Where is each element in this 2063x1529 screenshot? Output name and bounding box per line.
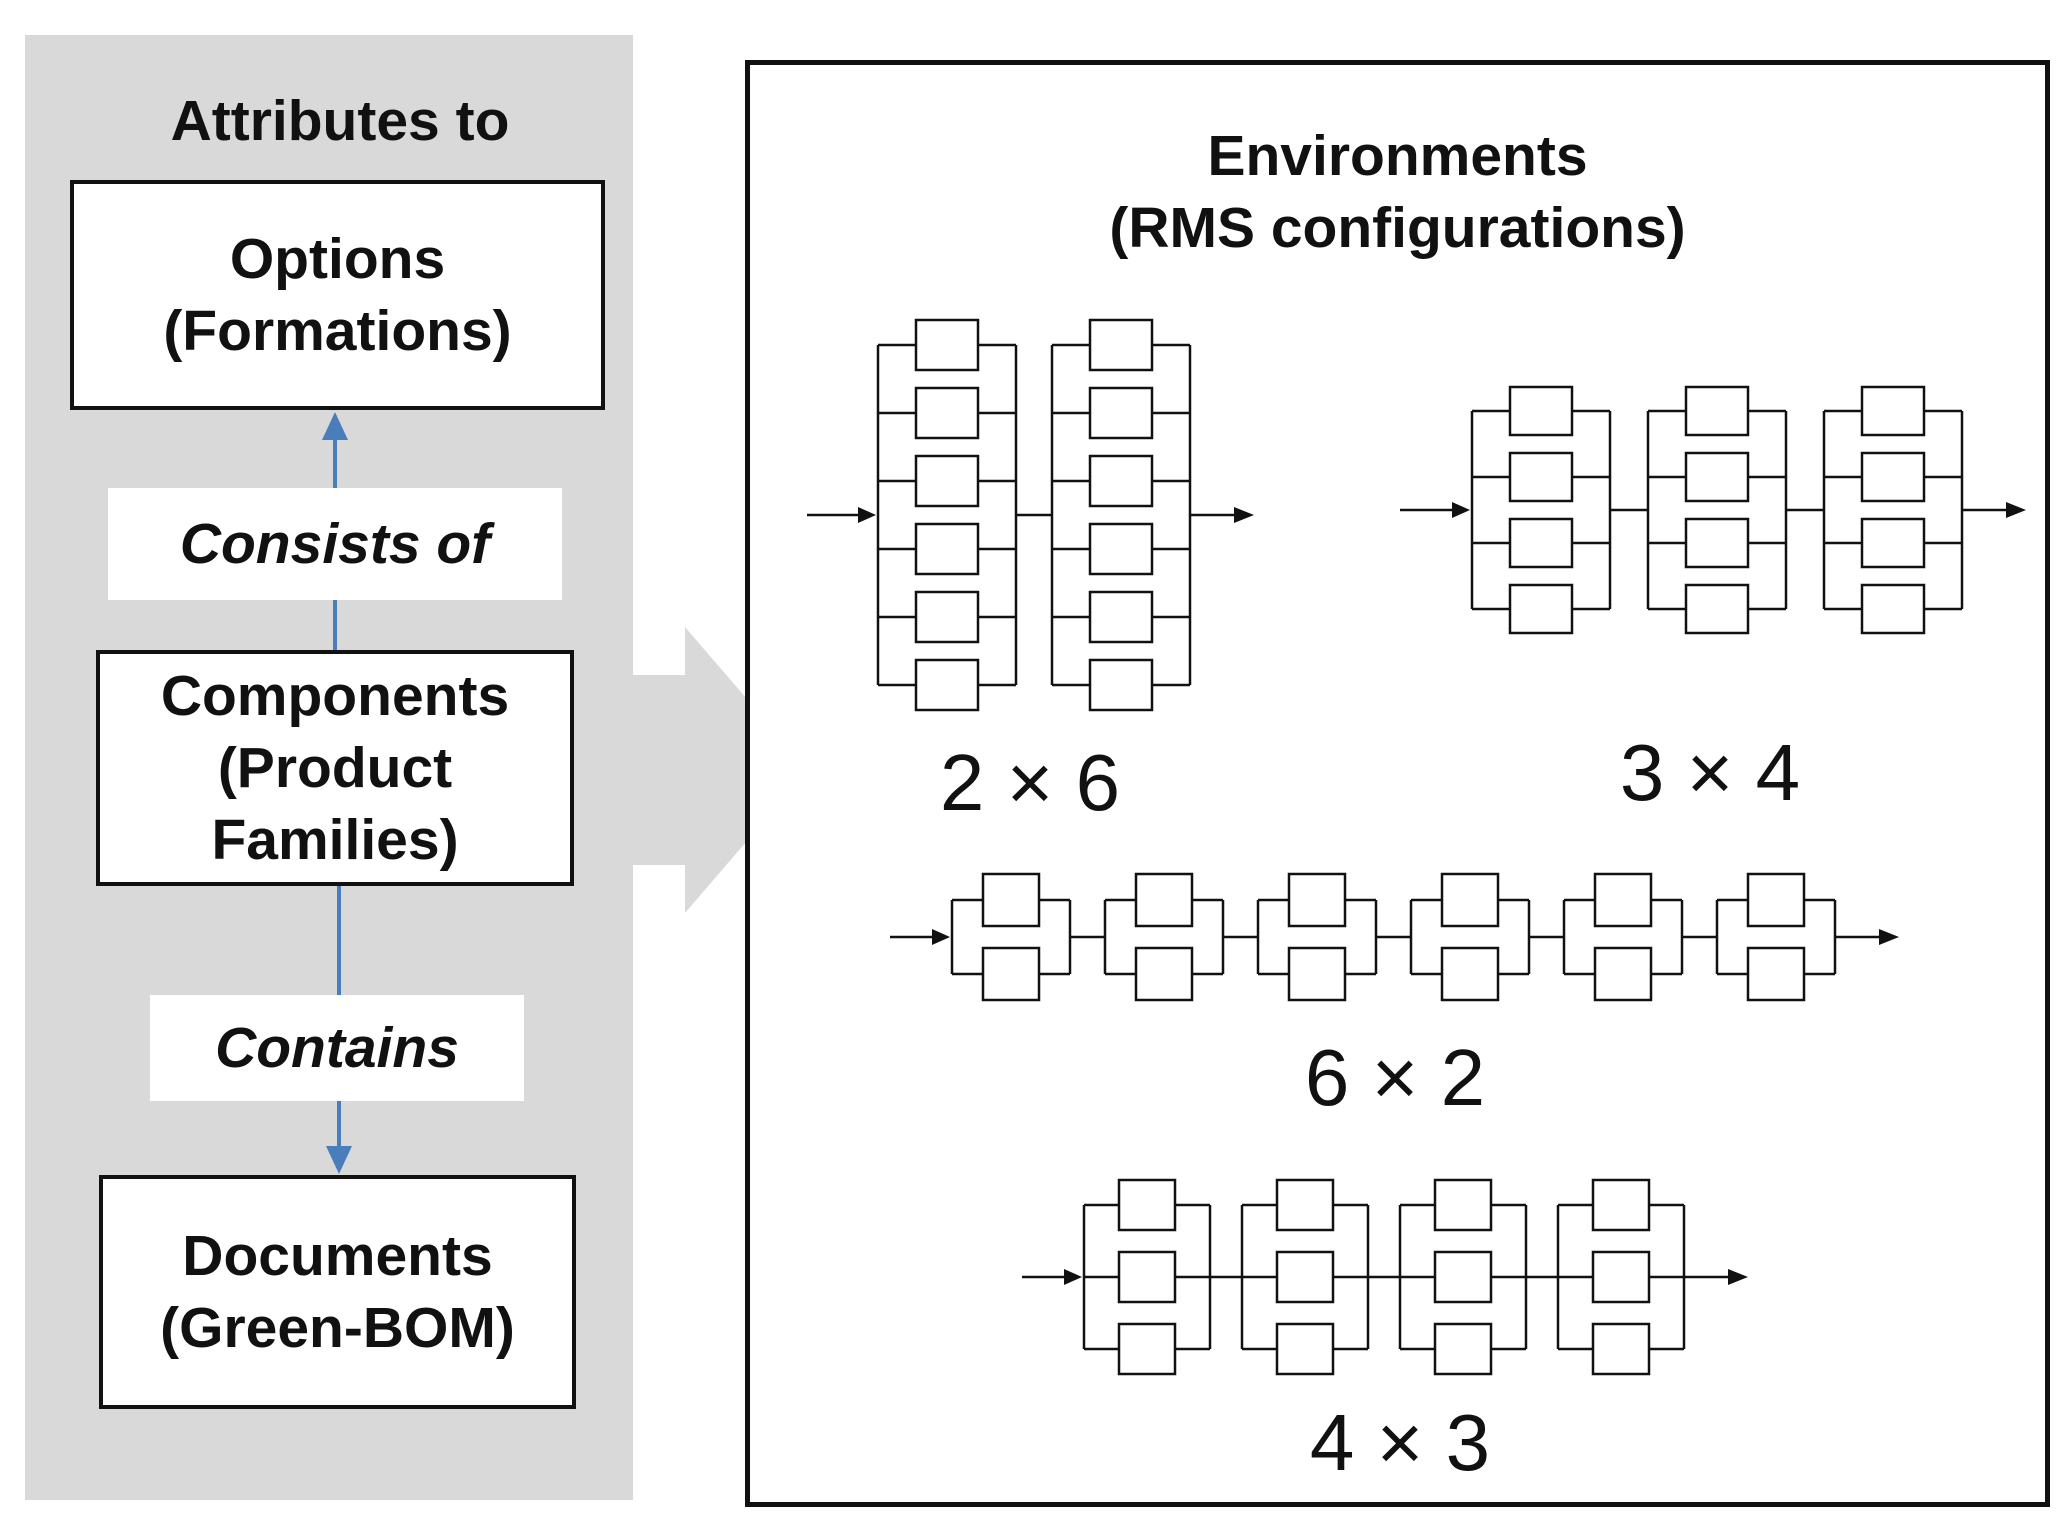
options-label: Options — [229, 227, 446, 291]
formations-label: (Formations) — [163, 299, 512, 363]
machine-box — [1746, 872, 1806, 928]
machine-box — [1088, 386, 1154, 440]
machine-box — [1508, 385, 1574, 437]
machine-box — [1591, 1178, 1651, 1232]
machine-box — [914, 522, 980, 576]
options-box: Options (Formations) — [70, 180, 605, 410]
machine-box — [1860, 451, 1926, 503]
config-label-4: 4 × 3 — [1310, 1398, 1490, 1487]
machine-box — [1440, 946, 1500, 1002]
environments-heading: Environments — [1207, 124, 1588, 188]
machine-box — [1684, 385, 1750, 437]
machine-box — [1287, 946, 1347, 1002]
consists-of-label: Consists of — [108, 488, 562, 600]
components-label: Components — [160, 664, 510, 728]
machine-box — [1508, 451, 1574, 503]
machine-box — [1684, 583, 1750, 635]
components-box: Components (Product Families) — [96, 650, 574, 886]
machine-box — [1508, 517, 1574, 569]
machine-box — [1440, 872, 1500, 928]
machine-box — [1684, 517, 1750, 569]
machine-box — [1117, 1250, 1177, 1304]
machine-box — [1746, 946, 1806, 1002]
machine-box — [1134, 872, 1194, 928]
machine-box — [1433, 1178, 1493, 1232]
documents-box: Documents (Green-BOM) — [99, 1175, 576, 1409]
green-bom-label: (Green-BOM) — [160, 1296, 515, 1360]
rms-config-3 — [890, 872, 1899, 1002]
machine-box — [1117, 1178, 1177, 1232]
attributes-title: Attributes to — [170, 89, 510, 153]
output-arrow-icon — [1234, 507, 1254, 523]
product-label: (Product — [217, 736, 453, 800]
machine-box — [1117, 1322, 1177, 1376]
machine-box — [1433, 1322, 1493, 1376]
machine-box — [1860, 385, 1926, 437]
contains-label: Contains — [150, 995, 524, 1101]
rms-config-1 — [807, 318, 1254, 712]
machine-box — [1860, 517, 1926, 569]
input-arrow-icon — [1452, 502, 1470, 518]
environments-panel: Environments (RMS configurations) — [745, 60, 2050, 1507]
rms-config-4 — [1022, 1178, 1748, 1376]
rms-config-2 — [1400, 385, 2026, 635]
machine-box — [1508, 583, 1574, 635]
big-arrow-shape — [633, 627, 808, 913]
machine-box — [1275, 1178, 1335, 1232]
arrowhead-up-icon — [322, 412, 348, 440]
config-label-2: 3 × 4 — [1620, 728, 1800, 817]
config-label-1: 2 × 6 — [940, 738, 1120, 827]
machine-box — [914, 318, 980, 372]
machine-box — [1433, 1250, 1493, 1304]
families-label: Families) — [211, 808, 459, 872]
input-arrow-icon — [858, 507, 876, 523]
machine-box — [1275, 1322, 1335, 1376]
arrowhead-down-icon — [326, 1146, 352, 1174]
machine-box — [1088, 318, 1154, 372]
machine-box — [1275, 1250, 1335, 1304]
machine-box — [1134, 946, 1194, 1002]
machine-box — [1287, 872, 1347, 928]
input-arrow-icon — [1064, 1269, 1082, 1285]
machine-box — [1088, 454, 1154, 508]
machine-box — [1591, 1322, 1651, 1376]
machine-box — [914, 386, 980, 440]
machine-box — [1088, 590, 1154, 644]
machine-box — [1684, 451, 1750, 503]
machine-box — [1593, 946, 1653, 1002]
output-arrow-icon — [1728, 1269, 1748, 1285]
machine-box — [914, 590, 980, 644]
config-label-3: 6 × 2 — [1305, 1033, 1485, 1122]
documents-label: Documents — [182, 1224, 493, 1288]
output-arrow-icon — [2006, 502, 2026, 518]
machine-box — [981, 872, 1041, 928]
machine-box — [914, 454, 980, 508]
environments-title: Environments (RMS configurations) — [750, 120, 2045, 264]
machine-box — [981, 946, 1041, 1002]
machine-box — [1591, 1250, 1651, 1304]
machine-box — [1088, 658, 1154, 712]
machine-box — [1593, 872, 1653, 928]
machine-box — [1860, 583, 1926, 635]
machine-box — [914, 658, 980, 712]
machine-box — [1088, 522, 1154, 576]
output-arrow-icon — [1879, 929, 1899, 945]
rms-configurations-subheading: (RMS configurations) — [1109, 196, 1686, 260]
input-arrow-icon — [932, 929, 950, 945]
